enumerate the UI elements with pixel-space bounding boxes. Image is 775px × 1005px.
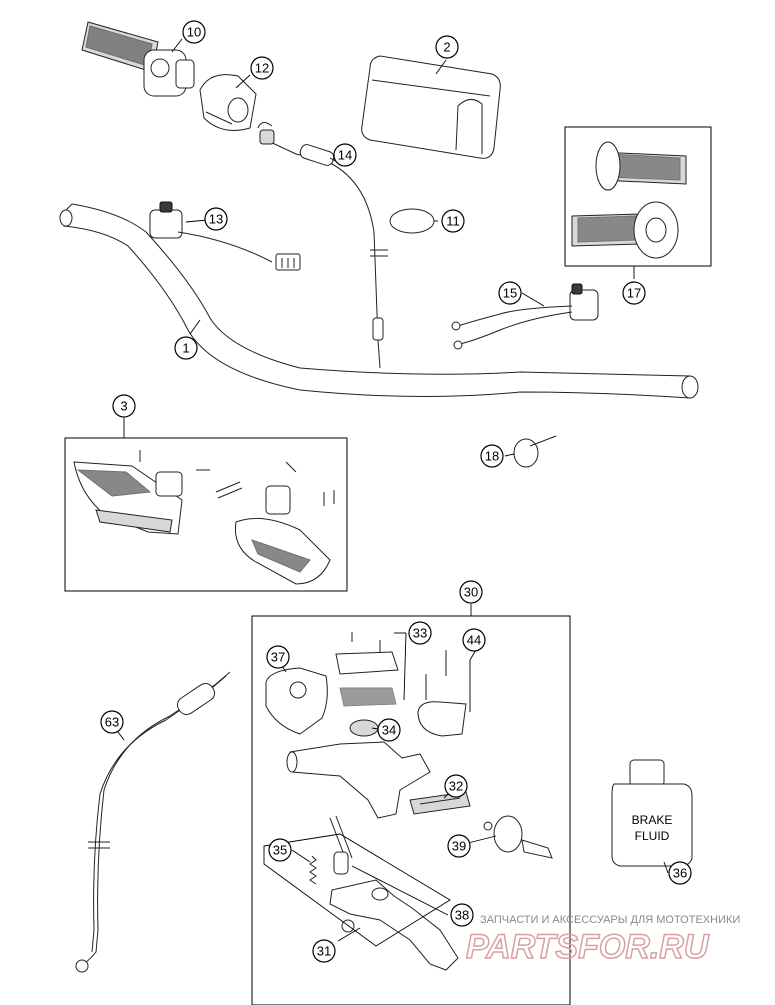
callout-17: 17 — [622, 281, 646, 305]
callout-label: 38 — [455, 908, 469, 923]
master-cylinder-part — [265, 632, 553, 971]
callout-label: 30 — [464, 585, 478, 600]
callout-label: 11 — [446, 214, 460, 229]
callout-11: 11 — [441, 209, 465, 233]
bottle-label-line1: BRAKE — [632, 813, 673, 827]
callout-37: 37 — [266, 645, 290, 669]
handlebar-part — [59, 203, 699, 399]
bottle-label-line2: FLUID — [635, 829, 670, 843]
callout-label: 34 — [382, 723, 396, 738]
callout-label: 44 — [467, 633, 481, 648]
callout-label: 37 — [271, 650, 285, 665]
callout-63: 63 — [100, 710, 124, 734]
throttle-cable-part — [257, 122, 388, 369]
callout-label: 14 — [338, 148, 352, 163]
start-button-part — [451, 283, 599, 350]
callout-label: 3 — [120, 399, 127, 414]
handguard-part — [73, 450, 335, 585]
callout-44: 44 — [462, 628, 486, 652]
grips-box — [564, 126, 712, 267]
throttle-cover-part — [199, 74, 257, 131]
handguard-box — [64, 437, 348, 592]
watermark-tagline: ЗАПЧАСТИ И АКСЕССУАРЫ ДЛЯ МОТОТЕХНИКИ — [480, 914, 740, 926]
callout-label: 17 — [627, 286, 641, 301]
throttle-grip-part — [81, 21, 195, 97]
callout-32: 32 — [444, 774, 468, 798]
callout-label: 10 — [187, 25, 201, 40]
callout-label: 18 — [485, 449, 499, 464]
callout-2: 2 — [435, 35, 459, 59]
callout-38: 38 — [450, 903, 474, 927]
callout-label: 63 — [105, 715, 119, 730]
callout-13: 13 — [204, 207, 228, 231]
callout-36: 36 — [668, 861, 692, 885]
callout-label: 1 — [182, 341, 189, 356]
callout-18: 18 — [480, 444, 504, 468]
watermark: ЗАПЧАСТИ И АКСЕССУАРЫ ДЛЯ МОТОТЕХНИКИ PA… — [465, 914, 740, 967]
callout-31: 31 — [312, 939, 336, 963]
watermark-brand: PARTSFOR.RU — [466, 928, 710, 966]
cable-tie-part — [513, 435, 557, 468]
callout-label: 12 — [255, 61, 269, 76]
callout-33: 33 — [408, 621, 432, 645]
grips-part — [571, 141, 687, 259]
callout-30: 30 — [459, 580, 483, 604]
callout-label: 13 — [209, 212, 223, 227]
callout-label: 31 — [317, 944, 331, 959]
brake-line-part — [75, 671, 231, 973]
callout-39: 39 — [447, 834, 471, 858]
callout-label: 33 — [413, 626, 427, 641]
handlebar-pad-part — [361, 55, 501, 159]
callout-label: 2 — [443, 40, 450, 55]
o-ring-part — [389, 208, 435, 234]
callout-label: 39 — [452, 839, 466, 854]
callout-35: 35 — [268, 838, 292, 862]
callout-10: 10 — [182, 20, 206, 44]
callout-12: 12 — [250, 56, 274, 80]
callout-label: 36 — [673, 866, 687, 881]
master-cylinder-box — [251, 615, 571, 1005]
callout-14: 14 — [333, 143, 357, 167]
callout-1: 1 — [174, 336, 198, 360]
brake-fluid-bottle-part: BRAKE FLUID — [611, 759, 693, 867]
callout-label: 15 — [503, 286, 517, 301]
callout-15: 15 — [498, 281, 522, 305]
callout-label: 35 — [273, 843, 287, 858]
callout-label: 32 — [449, 779, 463, 794]
kill-switch-part — [149, 201, 301, 271]
callout-34: 34 — [377, 718, 401, 742]
callout-3: 3 — [112, 394, 136, 418]
